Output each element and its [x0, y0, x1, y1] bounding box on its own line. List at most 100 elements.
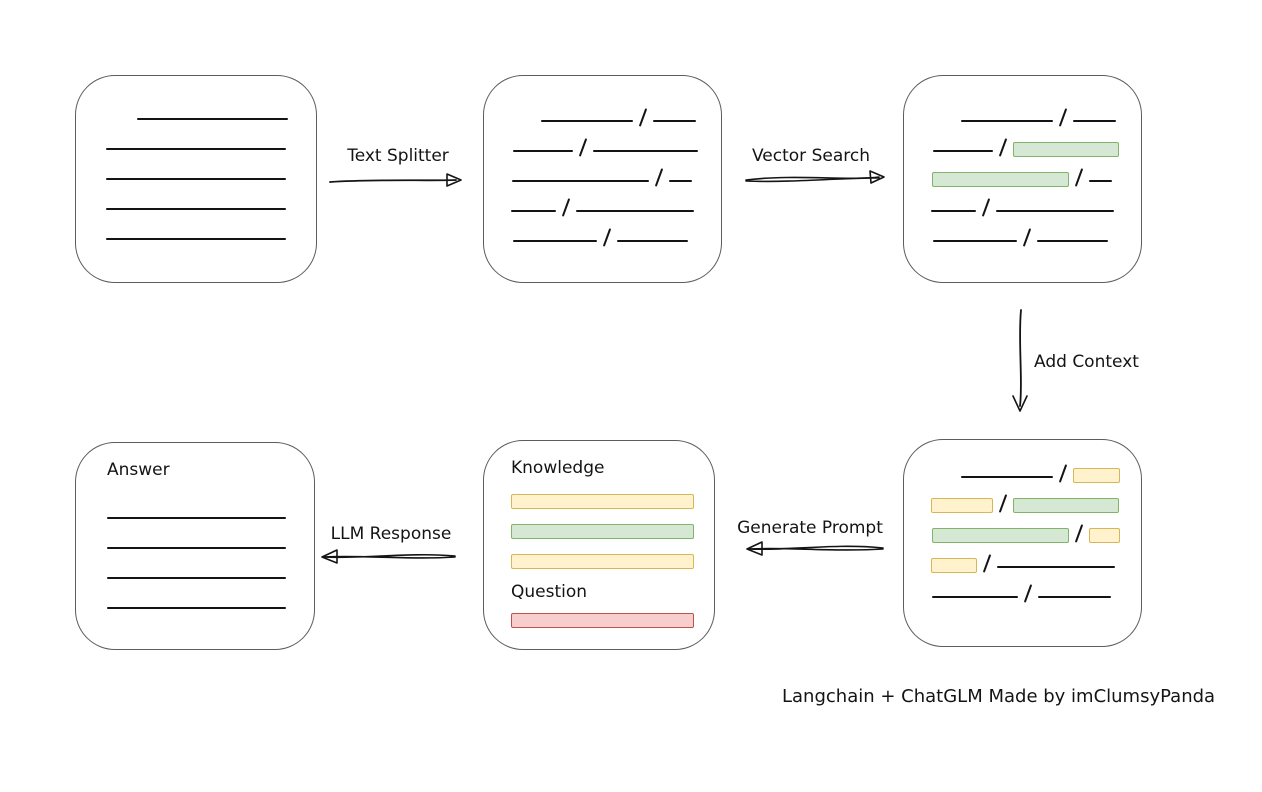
- text-line: [1037, 240, 1108, 242]
- chunk-row: [931, 544, 1141, 574]
- chunk-row: [541, 98, 721, 128]
- context-rows: [931, 454, 1141, 604]
- yellow-chunk: [931, 558, 977, 573]
- slash-separator: [979, 198, 993, 217]
- chunk-row: [932, 158, 1141, 188]
- generate-prompt-arrow: [746, 541, 884, 556]
- knowledge-label: Knowledge: [511, 458, 605, 478]
- slash-separator: [1020, 228, 1034, 247]
- green-chunk: [1013, 498, 1119, 513]
- knowledge-bars: [511, 494, 714, 569]
- slash-separator: [636, 108, 650, 127]
- chunk-row: [933, 218, 1141, 248]
- text-line: [933, 150, 993, 152]
- answer-lines: [107, 517, 314, 609]
- text-splitter-label: Text Splitter: [347, 146, 449, 166]
- split-chunks-box: [483, 75, 722, 283]
- yellow-chunk: [931, 498, 993, 513]
- prompt-box: Knowledge Question: [483, 440, 715, 650]
- text-line: [669, 180, 692, 182]
- text-line: [106, 178, 286, 180]
- yellow-chunk: [1073, 468, 1120, 483]
- add-context-label: Add Context: [1034, 352, 1139, 372]
- text-line: [137, 118, 288, 120]
- text-line: [106, 238, 286, 240]
- slash-separator: [980, 554, 994, 573]
- chunk-row: [511, 188, 721, 218]
- vector-search-arrow: [745, 170, 885, 184]
- add-context-arrow: [1012, 309, 1028, 412]
- slash-separator: [1072, 524, 1086, 543]
- chunk-row: [931, 188, 1141, 218]
- chunk-row: [932, 514, 1141, 544]
- generate-prompt-label: Generate Prompt: [737, 518, 883, 538]
- green-chunk: [932, 172, 1069, 187]
- green-chunk: [1013, 142, 1119, 157]
- matched-chunks-box: [903, 75, 1142, 283]
- text-line: [541, 120, 633, 122]
- llm-response-arrow: [321, 549, 456, 564]
- chunk-row: [931, 484, 1141, 514]
- text-line: [512, 180, 649, 182]
- text-line: [593, 150, 698, 152]
- question-bars: [511, 613, 714, 628]
- chunk-row: [961, 98, 1141, 128]
- green-bar: [511, 524, 694, 539]
- slash-separator: [1056, 464, 1070, 483]
- text-line: [931, 210, 976, 212]
- slash-separator: [1072, 168, 1086, 187]
- text-line: [1038, 596, 1111, 598]
- slash-separator: [652, 168, 666, 187]
- text-line: [961, 120, 1053, 122]
- chunk-row: [961, 454, 1141, 484]
- yellow-bar: [511, 494, 694, 509]
- text-line: [107, 547, 286, 549]
- slash-separator: [1021, 584, 1035, 603]
- context-chunks-box: [903, 439, 1142, 647]
- source-document-box: [75, 75, 317, 283]
- red-bar: [511, 613, 694, 628]
- text-line: [996, 210, 1114, 212]
- slash-separator: [996, 494, 1010, 513]
- chunk-row: [512, 158, 721, 188]
- text-line: [576, 210, 694, 212]
- text-line: [107, 517, 286, 519]
- vector-search-label: Vector Search: [752, 146, 870, 166]
- llm-response-label: LLM Response: [330, 524, 452, 544]
- text-splitter-arrow: [329, 173, 462, 187]
- text-line: [513, 240, 597, 242]
- text-line: [997, 566, 1115, 568]
- yellow-chunk: [1089, 528, 1120, 543]
- yellow-bar: [511, 554, 694, 569]
- slash-separator: [559, 198, 573, 217]
- split-rows: [511, 98, 721, 248]
- answer-box: Answer: [75, 442, 315, 650]
- text-line: [513, 150, 573, 152]
- credit-text: Langchain + ChatGLM Made by imClumsyPand…: [782, 686, 1216, 707]
- text-line: [617, 240, 688, 242]
- text-line: [932, 596, 1018, 598]
- chunk-row: [932, 574, 1141, 604]
- text-line: [107, 607, 286, 609]
- slash-separator: [1056, 108, 1070, 127]
- document-lines: [106, 118, 316, 240]
- text-line: [511, 210, 556, 212]
- chunk-row: [933, 128, 1141, 158]
- text-line: [1089, 180, 1112, 182]
- text-line: [106, 148, 286, 150]
- text-line: [106, 208, 286, 210]
- answer-label: Answer: [107, 460, 170, 480]
- green-chunk: [932, 528, 1069, 543]
- text-line: [653, 120, 696, 122]
- text-line: [961, 476, 1053, 478]
- chunk-row: [513, 218, 721, 248]
- text-line: [1073, 120, 1116, 122]
- text-line: [933, 240, 1017, 242]
- slash-separator: [576, 138, 590, 157]
- question-label: Question: [511, 582, 588, 602]
- text-line: [107, 577, 286, 579]
- matched-rows: [931, 98, 1141, 248]
- slash-separator: [996, 138, 1010, 157]
- chunk-row: [513, 128, 721, 158]
